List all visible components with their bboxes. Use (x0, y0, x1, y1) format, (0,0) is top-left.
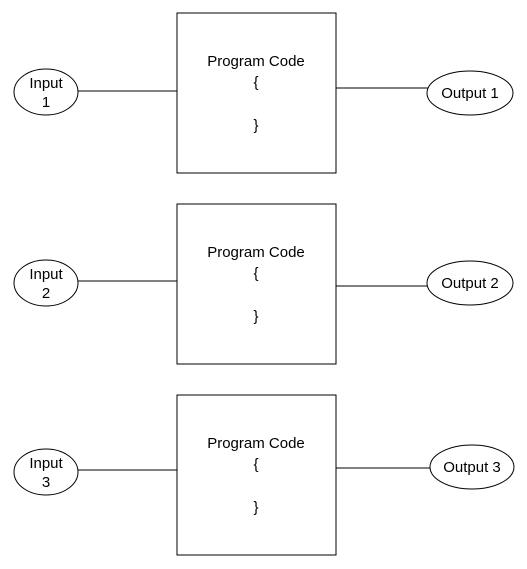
output-node-2 (426, 260, 514, 306)
program-code-box-2 (176, 203, 337, 365)
input-node-2 (13, 259, 79, 307)
input-node-3-line2: 3 (42, 474, 50, 491)
program-code-title-2: Program Code (207, 244, 305, 261)
program-code-close-brace-2: } (253, 308, 258, 325)
program-code-box-3 (176, 394, 337, 556)
program-code-title-1: Program Code (207, 53, 305, 70)
input-node-2-line2: 2 (42, 285, 50, 302)
input-node-2-line1: Input (29, 266, 63, 283)
program-code-open-brace-2: { (253, 265, 258, 282)
input-node-1-line2: 1 (42, 94, 50, 111)
input-node-1 (13, 68, 79, 116)
program-code-open-brace-3: { (253, 456, 258, 473)
input-node-1-line1: Input (29, 75, 63, 92)
output-node-3 (429, 444, 515, 490)
program-code-close-brace-1: } (253, 117, 258, 134)
program-code-title-3: Program Code (207, 435, 305, 452)
output-node-3-label: Output 3 (443, 459, 501, 476)
input-node-3 (13, 448, 79, 496)
output-node-1 (426, 70, 514, 116)
program-code-open-brace-1: { (253, 74, 258, 91)
diagram-row-3: Input 3 Program Code { } Output 3 (13, 394, 515, 556)
program-code-close-brace-3: } (253, 499, 258, 516)
input-node-3-line1: Input (29, 455, 63, 472)
program-code-box-1 (176, 12, 337, 174)
diagram-row-1: Input 1 Program Code { } Output 1 (13, 12, 514, 174)
output-node-2-label: Output 2 (441, 275, 499, 292)
output-node-1-label: Output 1 (441, 85, 499, 102)
diagram-row-2: Input 2 Program Code { } Output 2 (13, 203, 514, 365)
